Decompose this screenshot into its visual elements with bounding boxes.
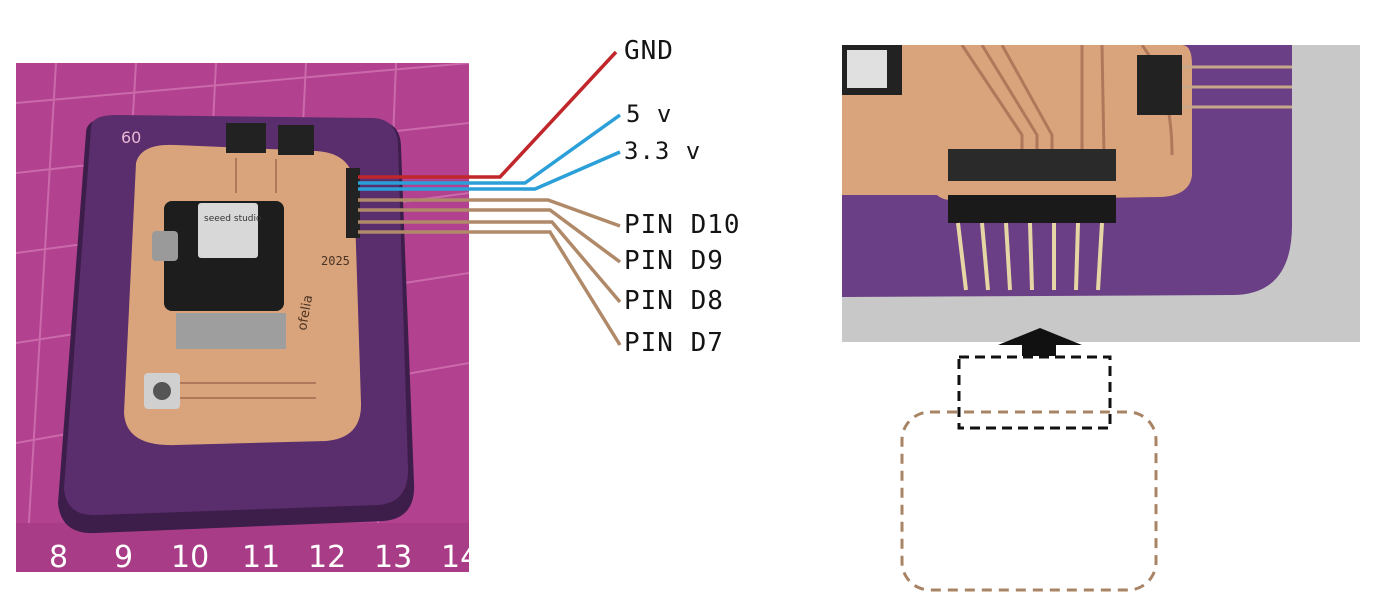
ruler-number: 14 [441,540,469,572]
module-brand-text: seeed studio [204,214,262,224]
d8-wire [358,220,622,304]
pin-d9-label: PIN D9 [624,246,724,276]
5v-wire [358,113,622,185]
ruler-number: 13 [374,540,412,572]
5v-label: 5 v [626,100,673,128]
d9-wire [358,208,622,264]
d10-wire [358,198,621,228]
header-closeup-photo [842,45,1360,342]
d7-wire [358,230,622,346]
3v3-label: 3.3 v [624,137,702,165]
up-arrow-icon [998,328,1082,345]
pin-d7-label: PIN D7 [624,328,724,358]
ruler-number: 12 [308,540,346,572]
header-outline-dashed [957,355,1112,430]
ruler-number: 11 [242,540,280,572]
pcb-case-illustration: seeed studio 2025 ofelia 60 8 9 10 11 12… [16,63,469,572]
ruler-top-number: 60 [121,128,141,147]
arrow-stem [1022,340,1056,356]
gnd-wire [358,50,618,179]
pcb-name-text: ofelia [295,294,316,332]
year-text: 2025 [321,254,350,268]
gnd-label: GND [624,36,674,66]
pcb-outline-dashed [900,410,1158,592]
pin-d8-label: PIN D8 [624,286,724,316]
pcb-case-photo: seeed studio 2025 ofelia 60 8 9 10 11 12… [16,63,469,572]
pin-d10-label: PIN D10 [624,210,741,240]
header-closeup-illustration [842,45,1360,342]
ruler-number: 9 [114,540,133,572]
3v3-wire [358,150,621,191]
ruler-number: 10 [171,540,209,572]
ruler-number: 8 [49,540,68,572]
